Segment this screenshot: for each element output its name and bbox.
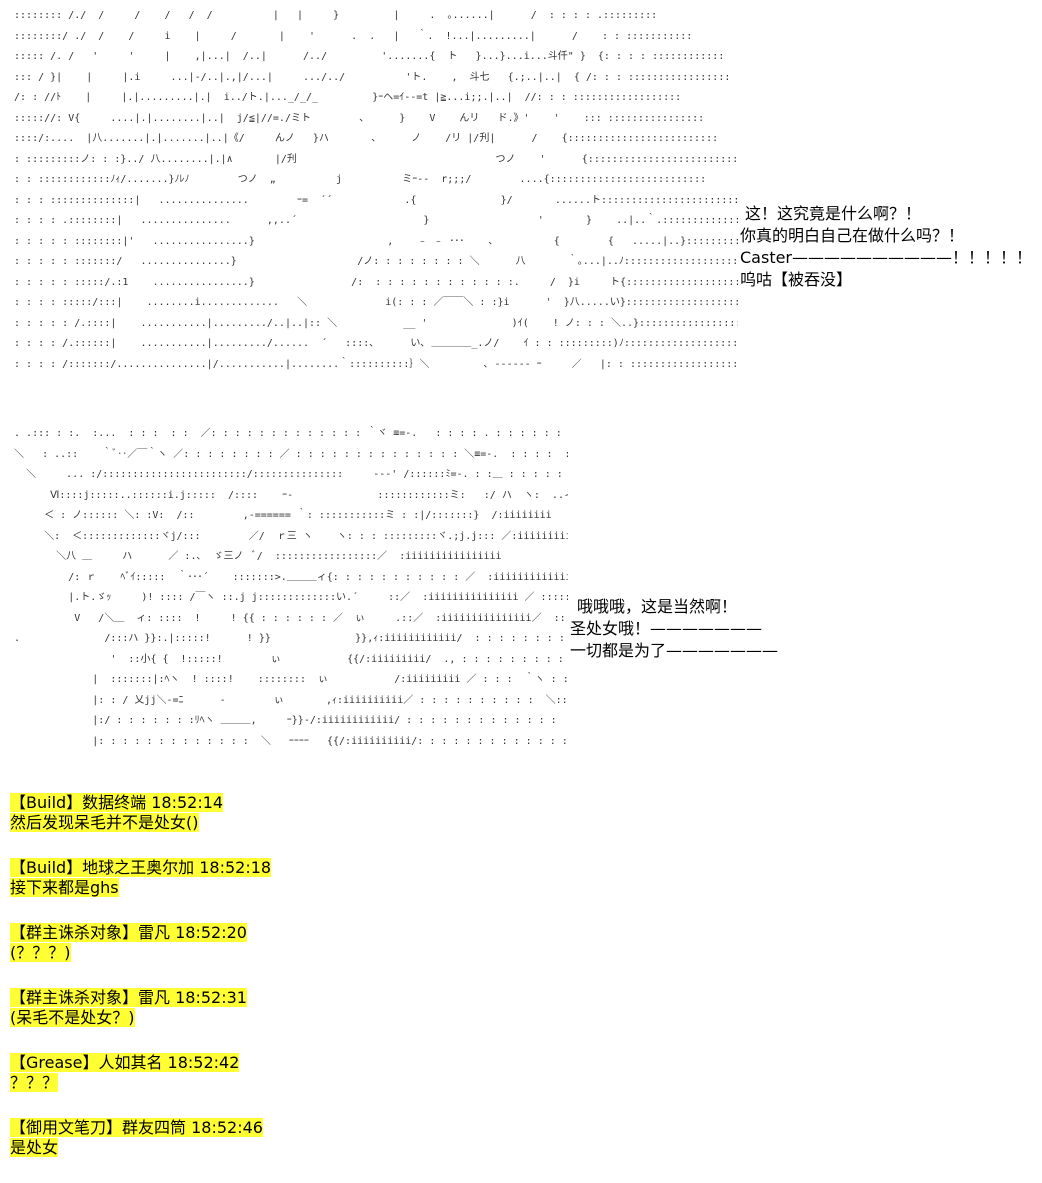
chat-entry: 【Grease】人如其名 18:52:42 ？？？ — [10, 1053, 271, 1093]
chat-sender: 【Build】数据终端 18:52:14 — [10, 793, 224, 812]
chat-entry: 【群主诛杀对象】雷凡 18:52:20 (？？？) — [10, 923, 271, 963]
chat-sender: 【群主诛杀对象】雷凡 18:52:20 — [10, 923, 247, 942]
chat-sender: 【Grease】人如其名 18:52:42 — [10, 1053, 240, 1072]
chat-entry: 【御用文笔刀】群友四筒 18:52:46 是处女 — [10, 1118, 271, 1158]
chat-message: ？？？ — [10, 1073, 59, 1092]
chat-message: 然后发现呆毛并不是处女() — [10, 813, 199, 832]
dialogue-line: 哦哦哦，这是当然啊！ — [577, 597, 738, 616]
chat-message: (呆毛不是处女？) — [10, 1008, 135, 1027]
chat-log: 【Build】数据终端 18:52:14 然后发现呆毛并不是处女() 【Buil… — [10, 793, 272, 1183]
chat-sender: 【群主诛杀对象】雷凡 18:52:31 — [10, 988, 247, 1007]
dialogue-line: 这！这究竟是什么啊？！ — [745, 204, 922, 223]
chat-entry: 【Build】地球之王奥尔加 18:52:18 接下来都是ghs — [10, 858, 272, 898]
dialogue-line: 你真的明白自己在做什么吗？！ — [740, 226, 965, 245]
dialogue-top: 这！这究竟是什么啊？！ 你真的明白自己在做什么吗？！ Caster———————… — [740, 203, 1032, 291]
chat-entry: 【群主诛杀对象】雷凡 18:52:31 (呆毛不是处女？) — [10, 988, 271, 1028]
ascii-art-top-panel: :::::::: /./ / / / / / | | } | . ｡......… — [14, 10, 738, 370]
dialogue-line: 呜咕【被吞没】 — [740, 270, 853, 289]
dialogue-line: Caster——————————！！！！！ — [740, 248, 1033, 267]
chat-message: (？？？) — [10, 943, 71, 962]
dialogue-bottom: 哦哦哦，这是当然啊！ 圣处女哦！——————— 一切都是为了——————— — [570, 596, 778, 662]
chat-entry: 【Build】数据终端 18:52:14 然后发现呆毛并不是处女() — [10, 793, 271, 833]
ascii-art-bottom-panel: . .::: : :. :... : : : : : ／: : : : : : … — [14, 428, 568, 747]
dialogue-line: 一切都是为了——————— — [570, 641, 779, 660]
chat-sender: 【Build】地球之王奥尔加 18:52:18 — [10, 858, 272, 877]
chat-message: 是处女 — [10, 1138, 59, 1157]
chat-message: 接下来都是ghs — [10, 878, 119, 897]
chat-sender: 【御用文笔刀】群友四筒 18:52:46 — [10, 1118, 263, 1137]
dialogue-line: 圣处女哦！——————— — [570, 619, 763, 638]
